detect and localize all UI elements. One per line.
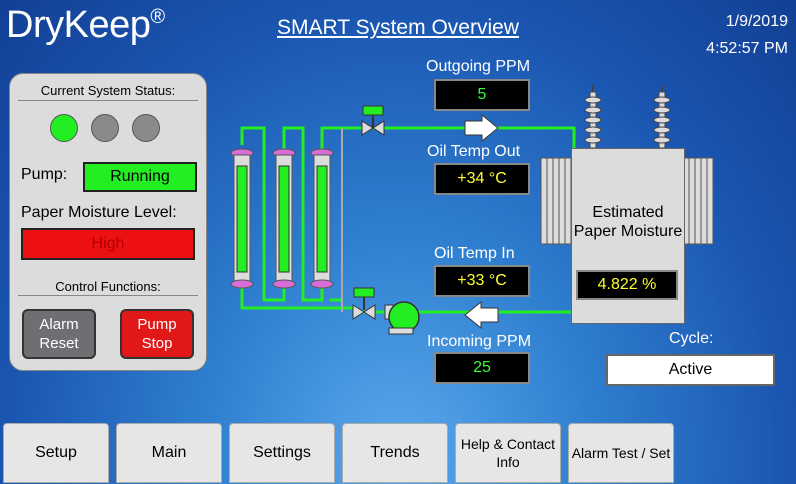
nav-alarm-test-button[interactable]: Alarm Test / Set: [568, 423, 674, 483]
transformer-radiator: [540, 157, 714, 245]
nav-trends-button[interactable]: Trends: [342, 423, 448, 483]
oil-temp-out-value: +34 °C: [434, 163, 530, 195]
transformer-tank: Estimated Paper Moisture 4.822 %: [571, 148, 685, 324]
flow-arrow-right-icon: [464, 113, 499, 143]
bottom-valve-icon: [352, 287, 376, 320]
datetime: 1/9/2019 4:52:57 PM: [706, 8, 788, 62]
estimated-moisture-label: Estimated Paper Moisture: [573, 204, 683, 240]
estimated-moisture-value: 4.822 %: [576, 270, 678, 300]
pump-stop-button[interactable]: Pump Stop: [120, 309, 194, 359]
date-display: 1/9/2019: [725, 13, 788, 30]
outgoing-ppm-value: 5: [434, 79, 530, 111]
nav-setup-button[interactable]: Setup: [3, 423, 109, 483]
nav-help-contact-button[interactable]: Help & Contact Info: [455, 423, 561, 483]
status-heading: Current System Status:: [40, 83, 176, 98]
bushing-icon: [653, 85, 671, 150]
status-led-3: [132, 114, 160, 142]
brand-logo: DryKeep®: [6, 4, 165, 46]
nav-main-button[interactable]: Main: [116, 423, 222, 483]
oil-temp-in-value: +33 °C: [434, 265, 530, 297]
page-title: SMART System Overview: [277, 16, 519, 39]
filter-cartridges: [230, 148, 334, 289]
divider: [18, 100, 198, 101]
status-led-2: [91, 114, 119, 142]
time-display: 4:52:57 PM: [706, 40, 788, 57]
oil-temp-out-label: Oil Temp Out: [427, 143, 521, 160]
alarm-reset-button[interactable]: Alarm Reset: [22, 309, 96, 359]
pump-label: Pump:: [21, 166, 68, 183]
incoming-ppm-value: 25: [434, 352, 530, 384]
nav-settings-button[interactable]: Settings: [229, 423, 335, 483]
moisture-level-value: High: [21, 228, 195, 260]
incoming-ppm-label: Incoming PPM: [427, 333, 532, 350]
moisture-label: Paper Moisture Level:: [21, 204, 177, 221]
status-panel: Current System Status: Pump: Running Pap…: [9, 73, 207, 371]
control-heading: Control Functions:: [55, 279, 161, 294]
pump-icon: [384, 301, 420, 335]
flow-arrow-left-icon: [464, 300, 499, 330]
cycle-value: Active: [606, 354, 775, 386]
outgoing-ppm-label: Outgoing PPM: [426, 58, 531, 75]
status-led-1: [50, 114, 78, 142]
oil-temp-in-label: Oil Temp In: [434, 245, 515, 262]
top-valve-icon: [361, 105, 385, 136]
cycle-label: Cycle:: [669, 330, 714, 347]
divider: [18, 295, 198, 296]
bushing-icon: [584, 85, 602, 150]
pump-status-value: Running: [83, 162, 197, 192]
